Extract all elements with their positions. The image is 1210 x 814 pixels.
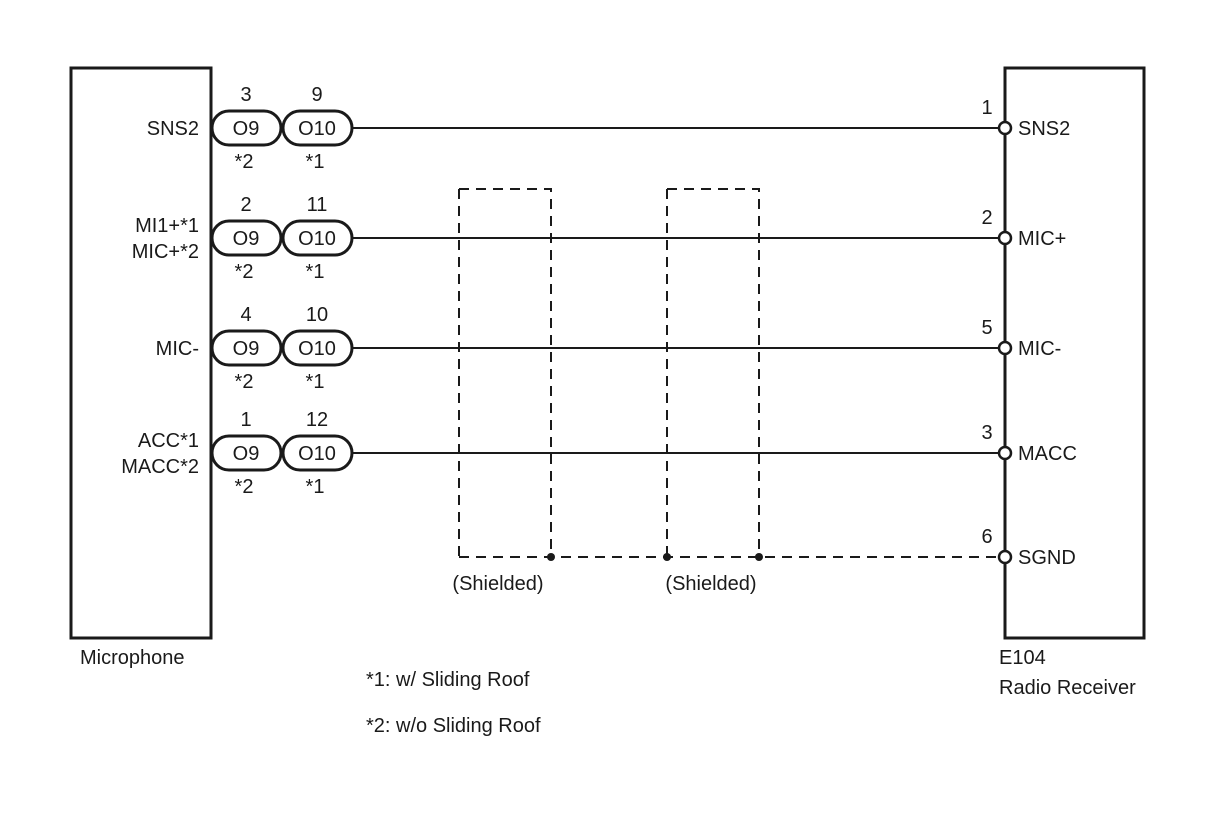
signal-row: MIC- O9 4 *2 O10 10 *1 5 MIC- bbox=[156, 304, 1062, 393]
connector-o10-note: *1 bbox=[306, 151, 325, 173]
receiver-pin-label: SNS2 bbox=[1018, 118, 1070, 140]
connector-o10-id: O10 bbox=[298, 228, 336, 250]
sgnd-label: SGND bbox=[1018, 547, 1076, 569]
connector-o10-note: *1 bbox=[306, 261, 325, 283]
connector-o9-pin: 1 bbox=[240, 409, 251, 431]
connector-o9-note: *2 bbox=[235, 371, 254, 393]
connector-o9-note: *2 bbox=[235, 151, 254, 173]
receiver-terminal bbox=[997, 120, 1013, 136]
sgnd-pin-number: 6 bbox=[981, 526, 992, 548]
shield-box-1 bbox=[459, 188, 552, 557]
note-no-sliding-roof: *2: w/o Sliding Roof bbox=[366, 715, 541, 737]
receiver-terminal bbox=[997, 230, 1013, 246]
connector-o9-pin: 3 bbox=[240, 84, 251, 106]
mic-pin-label: MIC- bbox=[156, 338, 199, 360]
connector-o9-note: *2 bbox=[235, 261, 254, 283]
connector-o10 bbox=[281, 109, 354, 147]
microphone-label: Microphone bbox=[80, 647, 185, 669]
connector-o9-id: O9 bbox=[233, 443, 260, 465]
receiver-pin-number: 1 bbox=[981, 97, 992, 119]
connector-o9 bbox=[210, 219, 283, 257]
receiver-terminal bbox=[997, 445, 1013, 461]
receiver-terminal bbox=[997, 340, 1013, 356]
connector-o9-id: O9 bbox=[233, 228, 260, 250]
connector-o10-pin: 11 bbox=[307, 194, 328, 216]
shield-junction-dot bbox=[663, 553, 671, 561]
connector-o10 bbox=[281, 329, 354, 367]
connector-o9-note: *2 bbox=[235, 476, 254, 498]
connector-o9-id: O9 bbox=[233, 118, 260, 140]
connector-o10-id: O10 bbox=[298, 443, 336, 465]
connector-o10-id: O10 bbox=[298, 338, 336, 360]
mic-pin-label-alt: MIC+*2 bbox=[132, 241, 199, 263]
connector-o9 bbox=[210, 434, 283, 472]
connector-o10-pin: 9 bbox=[311, 84, 322, 106]
receiver-pin-number: 3 bbox=[981, 422, 992, 444]
radio-receiver-code: E104 bbox=[999, 647, 1046, 669]
connector-o9-pin: 2 bbox=[240, 194, 251, 216]
shield-junction-dot bbox=[755, 553, 763, 561]
radio-receiver-name: Radio Receiver bbox=[999, 677, 1136, 699]
receiver-pin-number: 2 bbox=[981, 207, 992, 229]
connector-o10 bbox=[281, 434, 354, 472]
mic-pin-label: ACC*1 bbox=[138, 430, 199, 452]
shield-label-1: (Shielded) bbox=[452, 573, 543, 595]
mic-pin-label: MI1+*1 bbox=[135, 215, 199, 237]
connector-o10-pin: 12 bbox=[306, 409, 328, 431]
connector-o9 bbox=[210, 109, 283, 147]
note-sliding-roof: *1: w/ Sliding Roof bbox=[366, 669, 530, 691]
connector-o9-id: O9 bbox=[233, 338, 260, 360]
connector-o10 bbox=[281, 219, 354, 257]
mic-pin-label: SNS2 bbox=[147, 118, 199, 140]
receiver-pin-label: MIC+ bbox=[1018, 228, 1066, 250]
signal-row: ACC*1 MACC*2 O9 1 *2 O10 12 *1 3 MACC bbox=[121, 409, 1077, 498]
shield-box-2 bbox=[667, 188, 760, 557]
signal-row: MI1+*1 MIC+*2 O9 2 *2 O10 11 *1 2 MIC+ bbox=[132, 194, 1067, 283]
receiver-pin-number: 5 bbox=[981, 317, 992, 339]
connector-o9 bbox=[210, 329, 283, 367]
connector-o10-pin: 10 bbox=[306, 304, 328, 326]
shield-label-2: (Shielded) bbox=[665, 573, 756, 595]
mic-pin-label-alt: MACC*2 bbox=[121, 456, 199, 478]
connector-o10-note: *1 bbox=[306, 476, 325, 498]
sgnd-terminal bbox=[997, 549, 1013, 565]
receiver-pin-label: MACC bbox=[1018, 443, 1077, 465]
microphone-box bbox=[69, 66, 213, 640]
connector-o9-pin: 4 bbox=[240, 304, 251, 326]
connector-o10-id: O10 bbox=[298, 118, 336, 140]
shield-junction-dot bbox=[547, 553, 555, 561]
signal-row: SNS2 O9 3 *2 O10 9 *1 1 SNS2 bbox=[147, 84, 1071, 173]
connector-o10-note: *1 bbox=[306, 371, 325, 393]
receiver-pin-label: MIC- bbox=[1018, 338, 1061, 360]
